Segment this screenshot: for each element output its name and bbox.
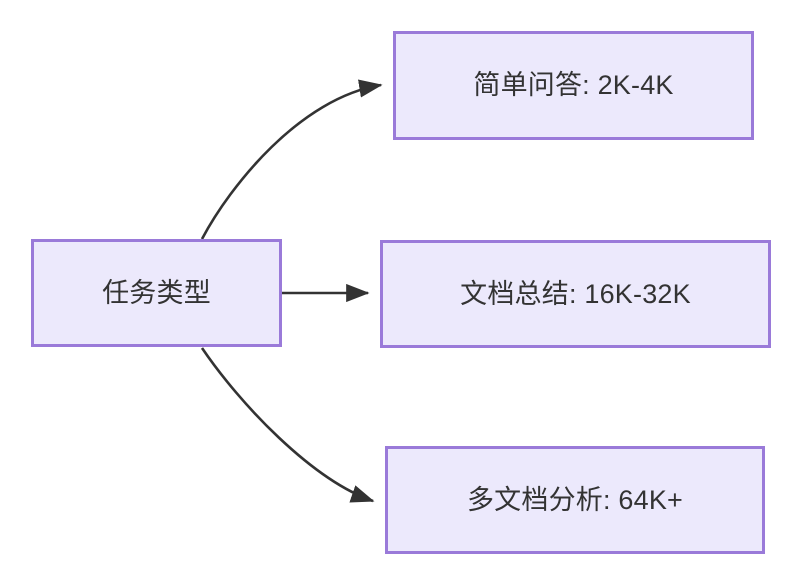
edge-root-to-simple-qa: [200, 79, 383, 240]
node-task-type-label: 任务类型: [102, 277, 211, 308]
node-task-type[interactable]: 任务类型: [31, 239, 282, 347]
node-doc-summary-label: 文档总结: 16K-32K: [460, 278, 691, 309]
node-simple-qa[interactable]: 简单问答: 2K-4K: [393, 31, 754, 140]
node-simple-qa-label: 简单问答: 2K-4K: [473, 70, 674, 101]
node-doc-summary[interactable]: 文档总结: 16K-32K: [380, 240, 771, 348]
edge-root-to-multi-doc: [200, 347, 375, 503]
node-multi-doc-label: 多文档分析: 64K+: [466, 484, 683, 515]
node-multi-doc[interactable]: 多文档分析: 64K+: [385, 446, 765, 554]
